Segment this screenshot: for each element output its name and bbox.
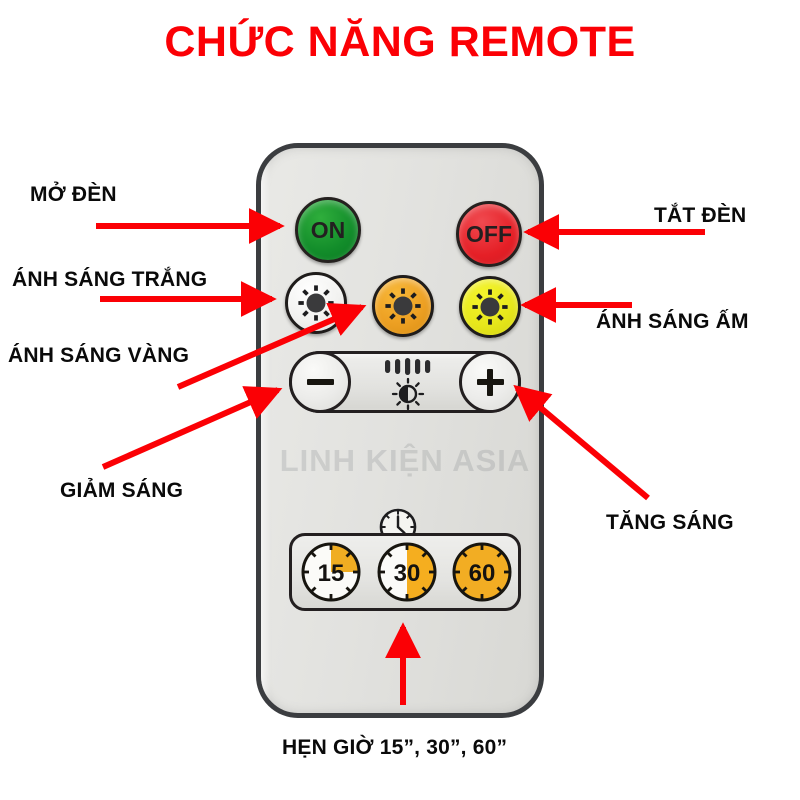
plus-icon: [476, 368, 504, 396]
page-title: CHỨC NĂNG REMOTE: [164, 18, 636, 66]
yellow-light-button[interactable]: [372, 275, 434, 337]
annotation-label-off: TẮT ĐÈN: [654, 204, 747, 227]
white-light-button[interactable]: [285, 272, 347, 334]
dimmer-control-group: [289, 351, 521, 413]
annotation-label-yellow-light: ÁNH SÁNG VÀNG: [8, 344, 190, 367]
timer-30-button[interactable]: 30: [374, 539, 440, 605]
sun-icon: [472, 289, 508, 325]
annotation-label-dim-up: TĂNG SÁNG: [606, 511, 734, 534]
timer-button-group: 15 30 60: [289, 533, 521, 611]
annotation-label-on: MỞ ĐÈN: [30, 183, 117, 206]
brightness-level-icon: [385, 358, 431, 411]
annotation-label-warm-light: ÁNH SÁNG ẤM: [596, 310, 749, 333]
off-button[interactable]: OFF: [456, 201, 522, 267]
warm-light-button[interactable]: [459, 276, 521, 338]
sun-icon: [385, 288, 421, 324]
minus-icon: [306, 379, 334, 385]
on-button[interactable]: ON: [295, 197, 361, 263]
timer-60-button[interactable]: 60: [449, 539, 515, 605]
brightness-up-button[interactable]: [459, 351, 521, 413]
off-button-label: OFF: [466, 220, 512, 247]
timer-60-label: 60: [469, 560, 496, 587]
brightness-down-button[interactable]: [289, 351, 351, 413]
annotation-label-dim-down: GIẢM SÁNG: [60, 479, 184, 502]
annotation-label-timer: HẸN GIỜ 15”, 30”, 60”: [282, 736, 508, 759]
watermark: LINH KIỆN ASIA: [279, 443, 531, 478]
sun-icon: [298, 285, 334, 321]
remote-control-body: LINH KIỆN ASIA ON OFF: [256, 143, 544, 718]
timer-30-label: 30: [394, 560, 421, 587]
on-button-label: ON: [310, 216, 346, 243]
timer-15-label: 15: [318, 560, 345, 587]
annotation-label-white-light: ÁNH SÁNG TRẮNG: [12, 268, 208, 291]
timer-15-button[interactable]: 15: [298, 539, 364, 605]
